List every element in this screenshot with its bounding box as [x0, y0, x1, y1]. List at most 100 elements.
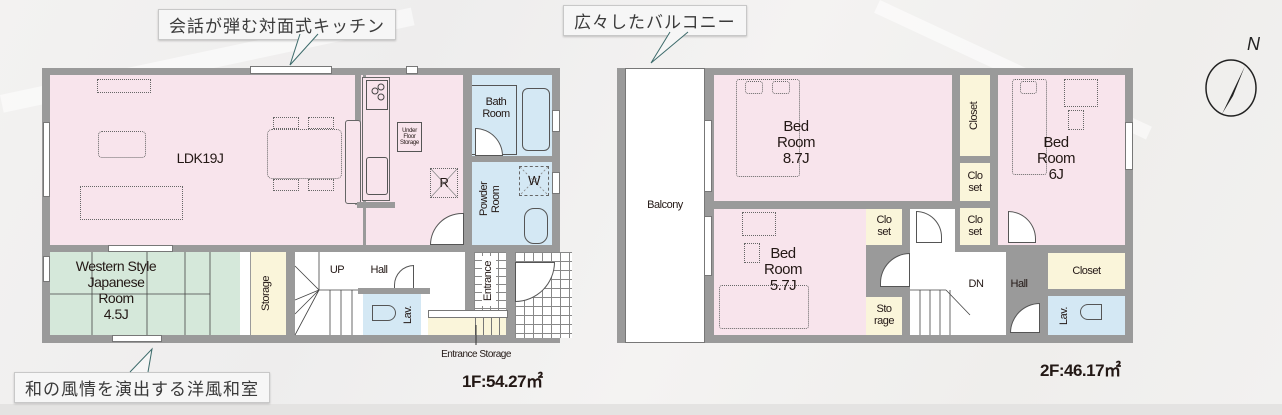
bedroom-small-label: Bed Room 5.7J	[763, 245, 803, 294]
balcony	[625, 68, 705, 343]
bath-room-label: Bath Room	[482, 96, 510, 120]
hall-1f-label: Hall	[370, 264, 388, 276]
japanese-room-callout: 和の風情を演出する洋風和室	[14, 372, 270, 403]
kitchen-callout: 会話が弾む対面式キッチン	[158, 9, 396, 40]
compass-north-label: N	[1247, 34, 1260, 54]
sofa	[80, 186, 183, 220]
balcony-label: Balcony	[647, 199, 683, 211]
room-storage-2f	[866, 297, 902, 335]
dining-chair	[273, 117, 299, 129]
dining-chair	[273, 179, 299, 191]
closet-main-label: Closet	[968, 101, 980, 131]
room-entrance-storage	[428, 318, 468, 335]
storage-2f-label: Sto rage	[873, 303, 895, 327]
staircase-down	[910, 289, 971, 335]
bathtub	[522, 88, 550, 151]
pillow	[1020, 81, 1037, 94]
entrance-label: Entrance	[482, 256, 496, 306]
toilet-icon	[1080, 304, 1102, 320]
window	[43, 122, 50, 197]
room-storage	[251, 252, 286, 335]
room-ldk	[50, 75, 353, 245]
under-floor-storage: Under Floor Storage	[397, 122, 422, 152]
pillow	[772, 81, 790, 94]
double-bed	[736, 79, 800, 177]
floor1-area-label: 1F:54.27㎡	[462, 372, 543, 391]
western-japanese-room-label: Western Style Japanese Room 4.5J	[75, 258, 157, 322]
vent	[406, 66, 418, 74]
pillow	[745, 81, 763, 94]
entrance-storage-tiles	[468, 318, 506, 335]
room-closet-small	[866, 209, 902, 245]
desk	[1064, 79, 1098, 107]
entrance-storage-label: Entrance Storage	[441, 349, 511, 360]
toilet-icon	[372, 305, 396, 321]
dining-chair	[308, 179, 334, 191]
japanese-room-callout-pointer	[129, 347, 153, 373]
bedroom-east-label: Bed Room 6J	[1036, 134, 1076, 183]
closet-small-label: Clo set	[876, 214, 892, 238]
closet-east-label: Closet	[1072, 265, 1101, 277]
room-closet-east	[1048, 253, 1125, 289]
lavatory-2f-label: Lav.	[1058, 307, 1070, 325]
dining-table	[267, 129, 342, 179]
staircase-up	[294, 252, 359, 336]
window	[1125, 122, 1133, 170]
kitchen-counter	[345, 120, 361, 204]
kitchen-wall-stub	[357, 202, 395, 208]
tatami-lines	[50, 252, 211, 335]
window	[704, 120, 712, 192]
room-western-japanese	[50, 252, 240, 335]
desk	[742, 212, 776, 236]
kitchen-callout-pointer	[289, 33, 319, 66]
lav-top-wall	[358, 288, 430, 294]
single-bed	[719, 285, 809, 329]
chair	[744, 243, 760, 263]
sink-icon	[366, 157, 388, 195]
lavatory-2f-door[interactable]	[1010, 303, 1040, 333]
bedroom-main-label: Bed Room 8.7J	[776, 118, 816, 167]
window	[250, 66, 332, 74]
window	[552, 172, 560, 194]
tv-stand	[97, 79, 151, 93]
room-bedroom-small	[714, 209, 866, 335]
lavatory-1f-label: Lav.	[402, 306, 414, 324]
ldk-label: LDK19J	[176, 150, 224, 166]
room-closet-mid1	[960, 163, 990, 201]
stairs-down-label: DN	[968, 278, 984, 290]
room-hall-2f	[910, 252, 1006, 335]
storage-label: Storage	[260, 275, 272, 311]
refrigerator-label: R	[439, 175, 449, 190]
washer-label: W	[528, 173, 540, 188]
room-closet-main	[960, 75, 990, 156]
floor2-area-label: 2F:46.17㎡	[1040, 361, 1121, 380]
window	[704, 216, 712, 276]
closet-mid2-label: Clo set	[967, 214, 983, 238]
kitchen-counter-top	[362, 77, 390, 201]
shoe-cabinet-top	[428, 310, 508, 318]
refrigerator-space: R	[430, 168, 458, 198]
bath-powder-wall	[472, 156, 552, 162]
coffee-table	[98, 131, 146, 158]
room-bedroom-main	[714, 75, 952, 201]
dining-chair	[308, 117, 334, 129]
compass-needle-icon	[1205, 59, 1257, 117]
window	[112, 335, 162, 342]
under-floor-storage-label: Under Floor Storage	[400, 128, 419, 146]
stairs-up-label: UP	[329, 264, 345, 276]
washer-space: W	[519, 166, 549, 196]
bottom-bar	[0, 404, 1282, 415]
stove-icon	[366, 80, 388, 110]
balcony-callout: 広々したバルコニー	[563, 5, 747, 36]
window	[552, 110, 560, 132]
closet-mid1-label: Clo set	[967, 170, 983, 194]
hall-2f-label: Hall	[1010, 278, 1028, 290]
compass: N	[1203, 34, 1263, 118]
entrance-storage-leader	[475, 325, 477, 345]
chair	[1068, 110, 1084, 130]
washbasin	[524, 208, 548, 244]
room-closet-mid2	[960, 208, 990, 245]
window	[108, 245, 173, 252]
balcony-callout-pointer	[650, 31, 689, 64]
powder-room-label: Powder Room	[478, 181, 502, 217]
